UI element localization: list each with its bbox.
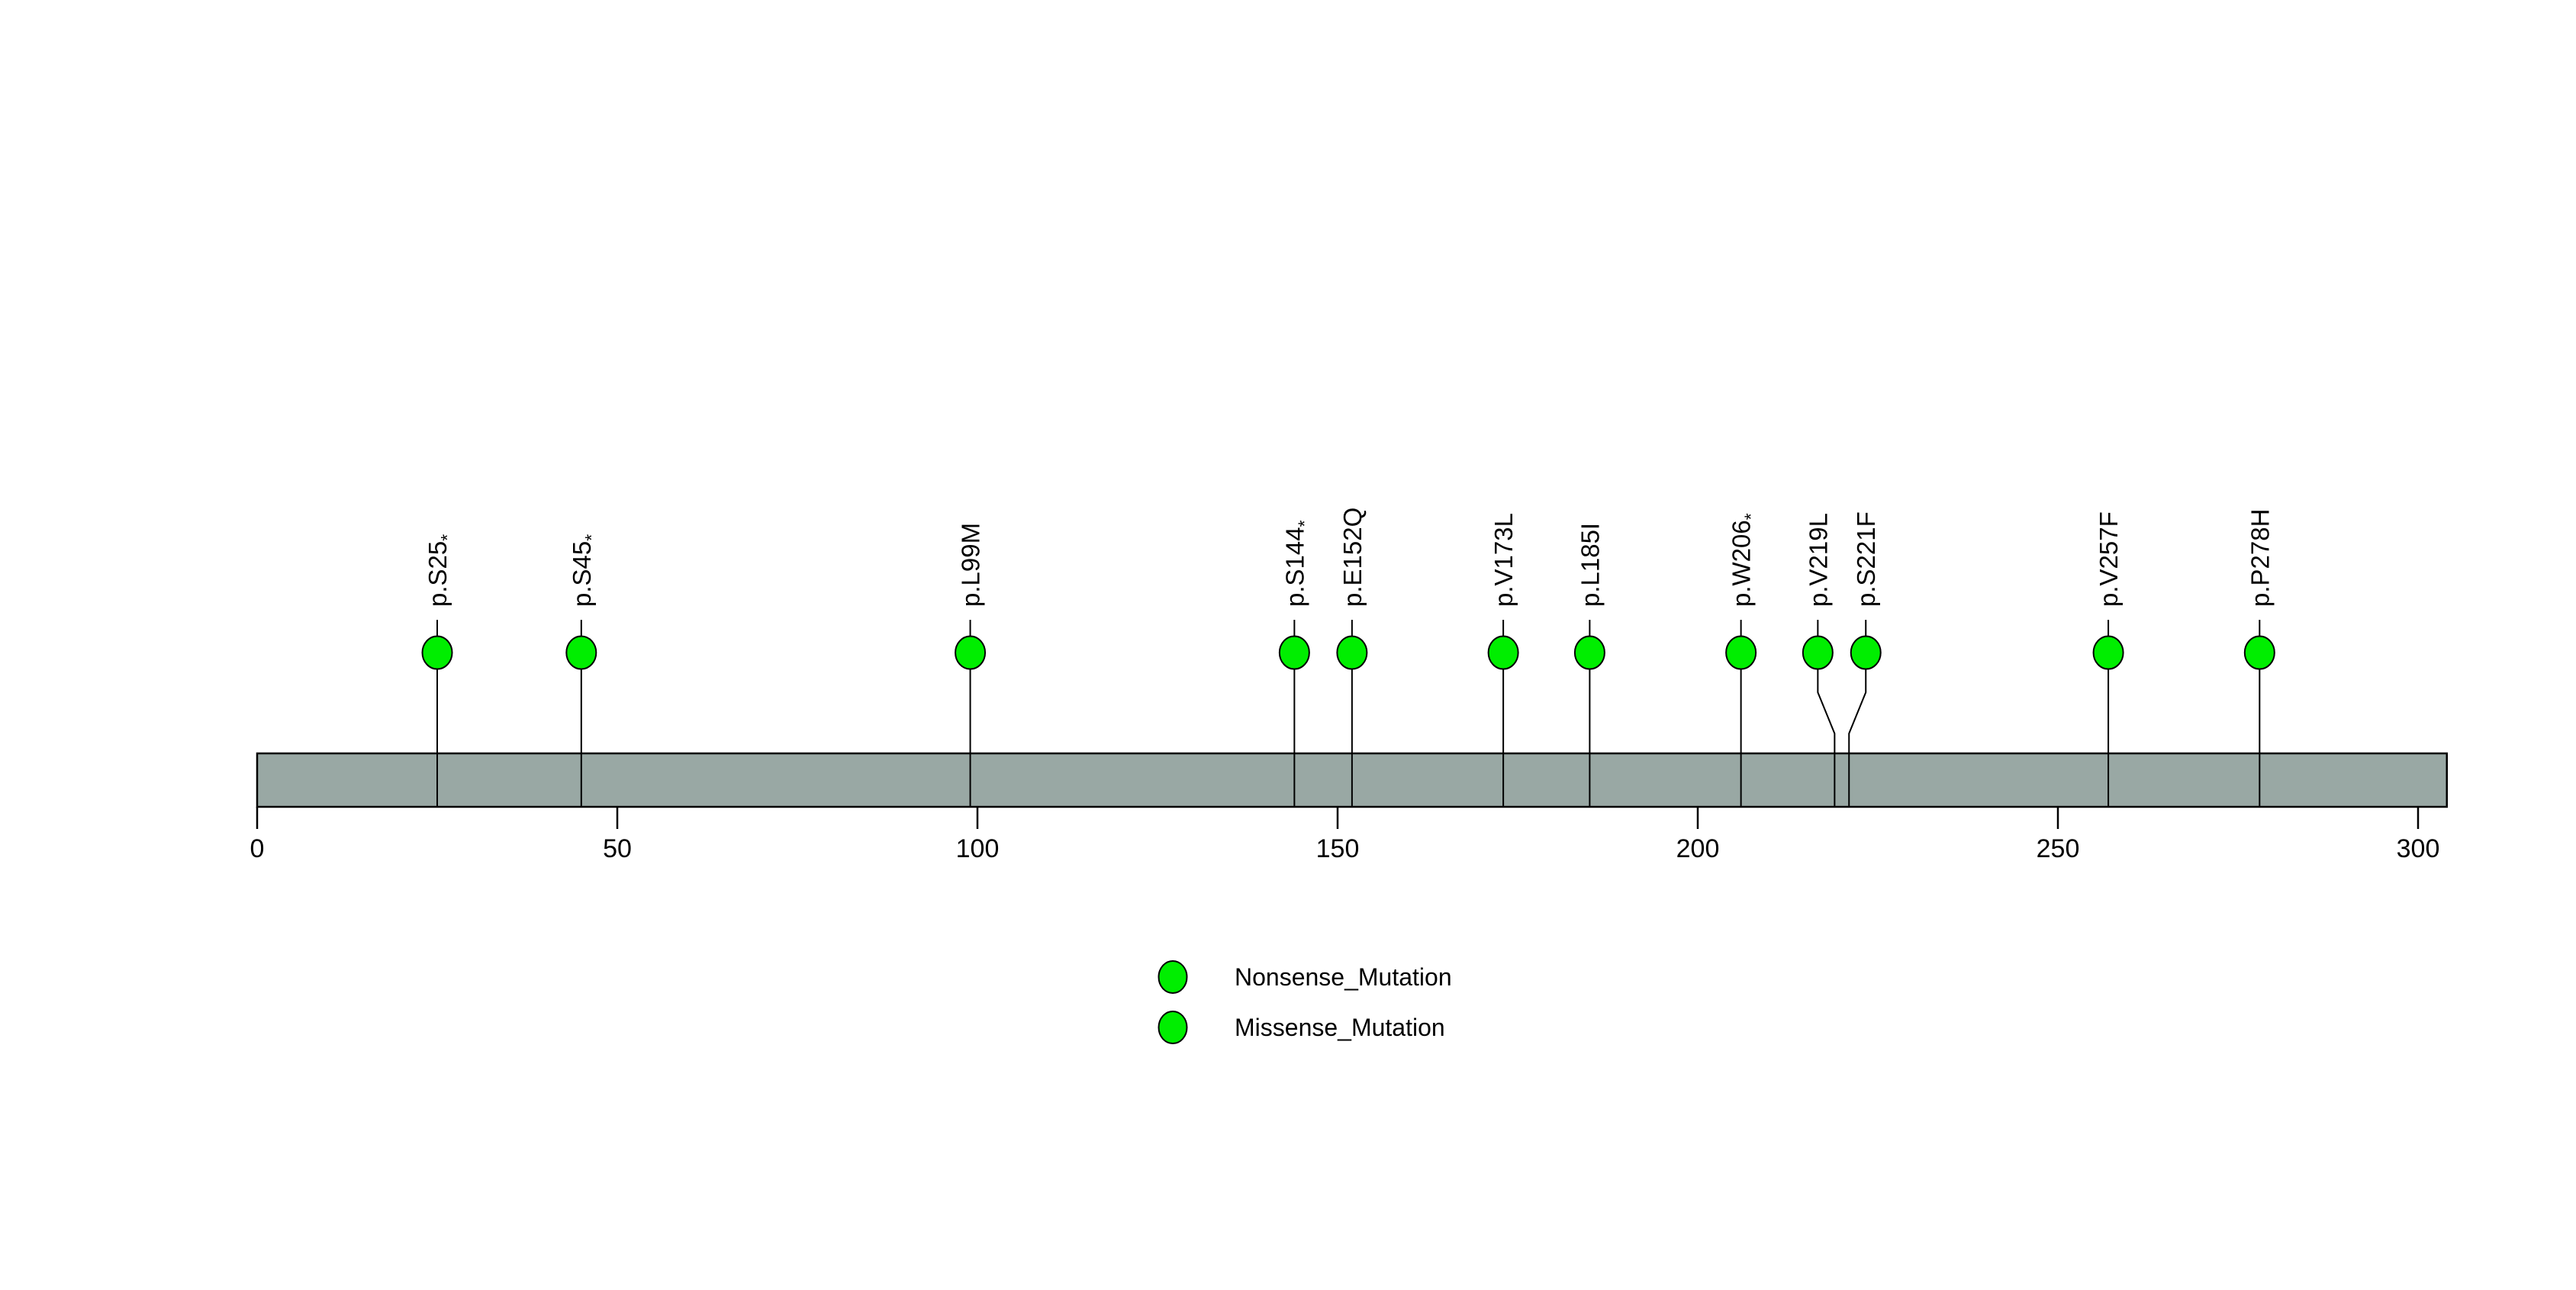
axis-tick-label: 250 xyxy=(2037,834,2080,863)
mutation-label: p.S45* xyxy=(568,534,601,607)
mutation-marker xyxy=(2092,635,2124,670)
legend-label: Nonsense_Mutation xyxy=(1235,963,1452,991)
mutation-marker xyxy=(565,635,597,670)
mutation-marker xyxy=(1336,635,1368,670)
axis-tick-label: 150 xyxy=(1316,834,1360,863)
axis-tick-label: 0 xyxy=(250,834,265,863)
mutation-marker xyxy=(1725,635,1757,670)
x-axis: 0 50 100 150 200 250 300 xyxy=(250,807,2440,863)
marker-group xyxy=(421,635,2275,670)
mutation-label: p.E152Q xyxy=(1338,508,1367,607)
mutation-label: p.V219L xyxy=(1804,513,1832,607)
mutation-label: p.L99M xyxy=(957,523,985,607)
mutation-marker xyxy=(2243,635,2275,670)
mutation-label: p.S144* xyxy=(1280,520,1314,607)
mutation-label: p.V173L xyxy=(1489,513,1518,607)
mutation-marker xyxy=(955,635,987,670)
mutation-marker xyxy=(1802,635,1834,670)
mutation-label: p.W206* xyxy=(1728,513,1761,607)
axis-tick-label: 300 xyxy=(2397,834,2440,863)
mutation-label: p.S221F xyxy=(1852,511,1880,607)
mutation-marker xyxy=(421,635,453,670)
axis-tick-label: 50 xyxy=(603,834,632,863)
legend-label: Missense_Mutation xyxy=(1235,1014,1445,1041)
mutation-label: p.L185I xyxy=(1576,523,1604,607)
legend-marker xyxy=(1158,1011,1188,1044)
label-group: p.S25* p.S45* p.L99M p.S144* p.E152Q p.V173L p… xyxy=(423,508,2274,607)
mutation-marker xyxy=(1850,635,1882,670)
mutation-marker xyxy=(1487,635,1519,670)
mutation-label: p.V257F xyxy=(2095,511,2123,607)
mutation-marker xyxy=(1278,635,1310,670)
axis-tick-label: 100 xyxy=(956,834,1000,863)
mutation-label: p.P278H xyxy=(2246,509,2274,607)
mutation-marker xyxy=(1573,635,1605,670)
mutation-label: p.S25* xyxy=(423,534,457,607)
legend-marker xyxy=(1158,960,1188,994)
axis-tick-label: 200 xyxy=(1676,834,1720,863)
